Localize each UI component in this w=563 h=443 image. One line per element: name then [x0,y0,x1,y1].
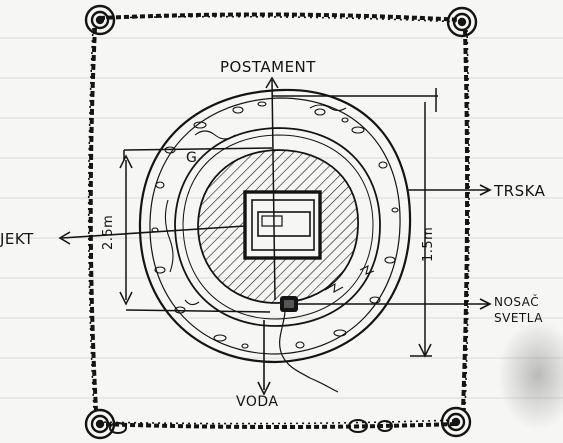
label-dim-top: G [186,150,197,166]
pedestal-block [245,192,320,258]
label-svetla: SVETLA [494,311,543,325]
light-holder [280,296,298,312]
label-postament: POSTAMENT [220,58,316,76]
label-nosac: NOSAČ [494,294,539,309]
pencil-smudge [498,320,563,430]
label-voda: VODA [236,394,278,410]
corner-post-bottom-right [442,408,470,436]
label-dim-right: 1.5m [421,227,436,262]
label-dim-left: 2.5m [101,215,116,250]
label-trska: TRSKA [493,182,546,200]
corner-post-top-left [86,6,114,34]
corner-post-top-right [448,8,476,36]
label-objekt: JEKT [0,230,34,248]
